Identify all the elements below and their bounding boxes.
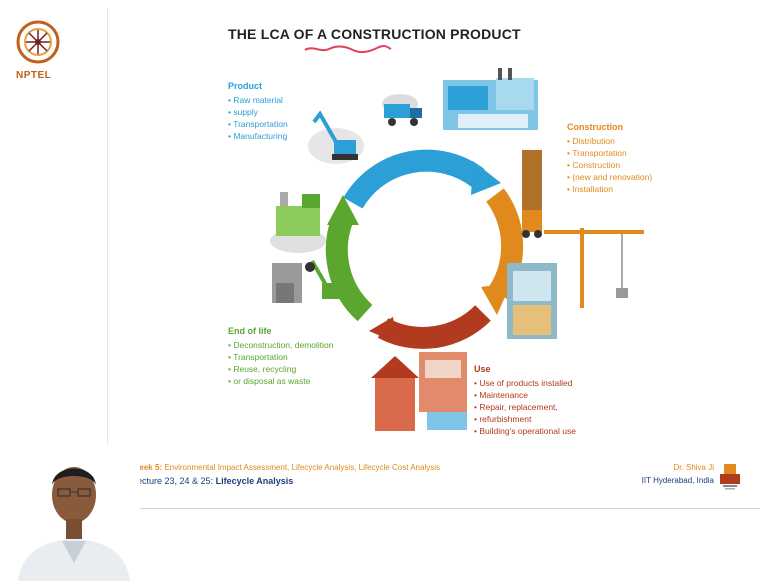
list-item: or disposal as waste bbox=[228, 375, 334, 387]
nptel-label: NPTEL bbox=[16, 70, 52, 81]
building-under-construction-icon bbox=[507, 263, 557, 339]
excavator-illustration-icon bbox=[308, 110, 364, 164]
factory-illustration-icon bbox=[443, 68, 538, 130]
end-of-life-arc bbox=[325, 213, 373, 322]
week-label: Week 5: bbox=[132, 463, 163, 472]
construction-list: Distribution Transportation Construction… bbox=[567, 135, 652, 195]
week-text: Environmental Impact Assessment, Lifecyc… bbox=[164, 463, 440, 472]
timber-truck-illustration-icon bbox=[522, 150, 542, 238]
list-item: Manufacturing bbox=[228, 130, 288, 142]
use-heading: Use bbox=[474, 364, 491, 374]
list-item: Maintenance bbox=[474, 389, 576, 401]
slide: THE LCA OF A CONSTRUCTION PRODUCT Produc… bbox=[107, 8, 760, 509]
use-arrowhead bbox=[369, 317, 397, 343]
author-name: Dr. Shiva Ji bbox=[673, 463, 714, 472]
list-item: Distribution bbox=[567, 135, 652, 147]
nptel-logo-icon bbox=[16, 20, 60, 64]
end-of-life-heading: End of life bbox=[228, 326, 272, 336]
lecture-title: Lifecycle Analysis bbox=[215, 476, 294, 486]
use-arc bbox=[377, 304, 491, 349]
institution-name: IIT Hyderabad, India bbox=[641, 476, 714, 485]
slide-title: THE LCA OF A CONSTRUCTION PRODUCT bbox=[228, 26, 521, 42]
list-item: Installation bbox=[567, 183, 652, 195]
list-item: Transportation bbox=[228, 118, 288, 130]
construction-arc bbox=[485, 188, 524, 300]
end-of-life-arrowhead bbox=[327, 195, 359, 225]
product-heading: Product bbox=[228, 81, 263, 91]
presenter-video-thumbnail bbox=[8, 445, 140, 581]
list-item: Repair, replacement, bbox=[474, 401, 576, 413]
list-item: supply bbox=[228, 106, 288, 118]
product-list: Raw material supply Transportation Manuf… bbox=[228, 94, 288, 142]
list-item: Use of products installed bbox=[474, 377, 576, 389]
dump-truck-illustration-icon bbox=[382, 94, 422, 126]
construction-heading: Construction bbox=[567, 122, 623, 132]
recycling-plant-illustration-icon bbox=[270, 192, 326, 253]
list-item: Transportation bbox=[567, 147, 652, 159]
iith-logo-icon bbox=[720, 464, 740, 490]
product-arrowhead bbox=[471, 161, 501, 195]
list-item: Raw material bbox=[228, 94, 288, 106]
list-item: (new and renovation) bbox=[567, 171, 652, 183]
construction-arrowhead bbox=[481, 283, 511, 315]
list-item: Reuse, recycling bbox=[228, 363, 334, 375]
end-of-life-list: Deconstruction, demolition Transportatio… bbox=[228, 339, 334, 387]
title-underline-squiggle bbox=[304, 45, 392, 54]
crane-illustration-icon bbox=[544, 228, 644, 308]
list-item: Construction bbox=[567, 159, 652, 171]
use-list: Use of products installed Maintenance Re… bbox=[474, 377, 576, 437]
demolition-illustration-icon bbox=[272, 259, 348, 303]
list-item: refurbishment bbox=[474, 413, 576, 425]
list-item: Building's operational use bbox=[474, 425, 576, 437]
footer-lecture-line: Lecture 23, 24 & 25: Lifecycle Analysis bbox=[132, 476, 293, 486]
lecture-label: Lecture 23, 24 & 25: bbox=[132, 476, 214, 486]
footer-week-line: Week 5: Environmental Impact Assessment,… bbox=[132, 463, 440, 472]
list-item: Deconstruction, demolition bbox=[228, 339, 333, 351]
product-arc bbox=[343, 149, 485, 209]
houses-illustration-icon bbox=[371, 352, 467, 431]
lifecycle-cycle-diagram bbox=[325, 149, 524, 349]
list-item: Transportation bbox=[228, 351, 334, 363]
